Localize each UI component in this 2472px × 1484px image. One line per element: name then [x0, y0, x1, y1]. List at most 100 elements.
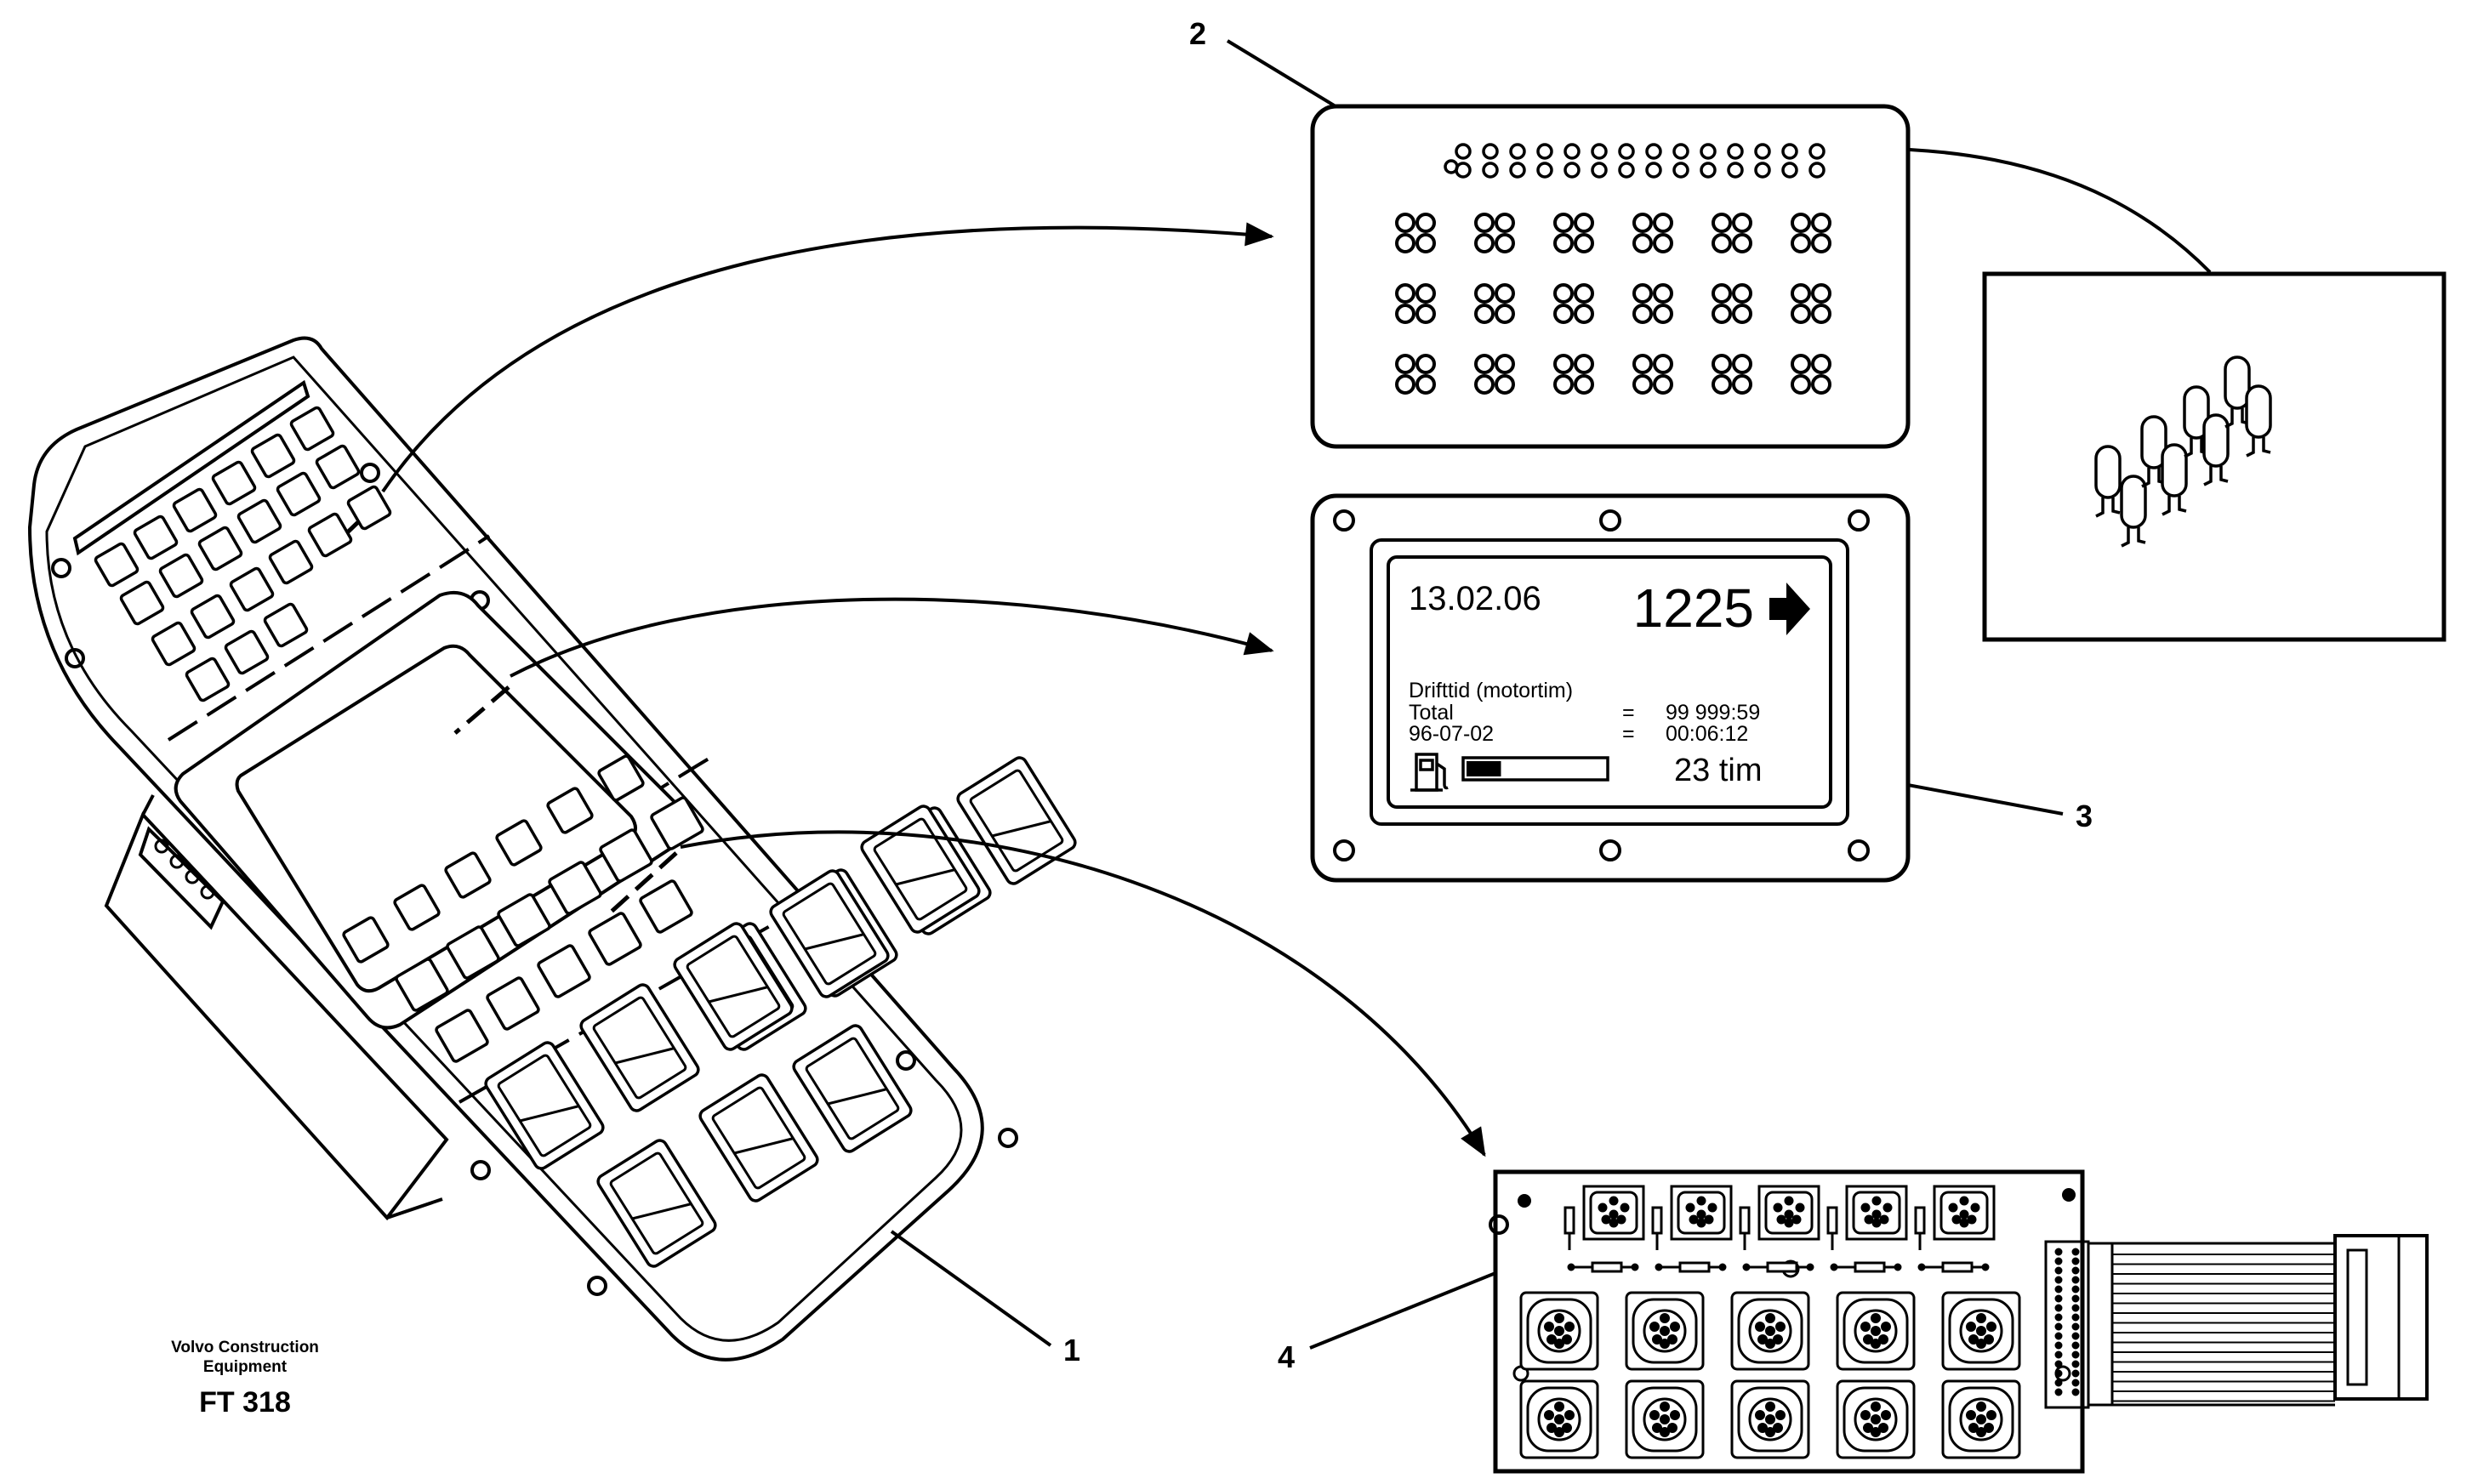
led: [1632, 304, 1653, 324]
panel-key: [236, 498, 282, 544]
footer-code: FT 318: [199, 1386, 291, 1419]
led: [1553, 283, 1574, 304]
led: [1811, 304, 1831, 324]
led: [1791, 374, 1811, 395]
header-pin: [2054, 1313, 2063, 1322]
led: [1727, 143, 1744, 160]
inset-led-components: [2094, 355, 2272, 548]
display-screw-hole: [1848, 509, 1870, 532]
panel-key: [537, 944, 591, 998]
header-pin: [2071, 1341, 2080, 1350]
led: [1474, 304, 1495, 324]
panel-key: [342, 916, 390, 964]
board-switch-module: [1582, 1185, 1645, 1241]
led: [1574, 213, 1594, 233]
led: [1553, 304, 1574, 324]
panel-display: [174, 591, 689, 1030]
board-top-components: [1564, 1185, 1996, 1273]
header-pin: [2071, 1266, 2080, 1275]
led: [1732, 304, 1752, 324]
led: [1574, 374, 1594, 395]
led: [1495, 213, 1515, 233]
led: [1495, 283, 1515, 304]
panel-key: [268, 539, 314, 585]
led: [1645, 143, 1662, 160]
display-screw-hole: [1599, 509, 1621, 532]
panel-key: [250, 433, 296, 479]
display-screw-hole: [1599, 839, 1621, 861]
panel-key: [346, 485, 392, 531]
header-pin: [2071, 1369, 2080, 1378]
rocker-switch: [769, 869, 890, 998]
led: [1536, 143, 1553, 160]
led: [1811, 213, 1831, 233]
led: [1700, 162, 1717, 179]
led: [1632, 374, 1653, 395]
led: [1653, 354, 1673, 374]
led: [1574, 354, 1594, 374]
leader-arrows: [381, 139, 2212, 1157]
led: [1791, 304, 1811, 324]
panel-screw-hole: [896, 1050, 916, 1071]
led: [1482, 162, 1499, 179]
switch-socket: [1730, 1291, 1810, 1371]
panel-screw-hole: [998, 1128, 1018, 1148]
panel-keys: [94, 406, 704, 1063]
panel-key: [444, 851, 492, 899]
lcd-row1-label: Total: [1409, 701, 1454, 725]
led: [1536, 162, 1553, 179]
lcd-screen: [1387, 555, 1832, 809]
fuel-gauge-fill: [1467, 761, 1501, 776]
panel-key: [229, 566, 275, 612]
rocker-switch: [860, 805, 981, 934]
led: [1808, 143, 1826, 160]
led: [1564, 143, 1581, 160]
panel-screw-hole: [360, 463, 380, 483]
led: [1474, 233, 1495, 253]
led: [1553, 213, 1574, 233]
resistor: [1739, 1206, 1751, 1235]
panel-key: [224, 629, 270, 675]
led: [1495, 374, 1515, 395]
rocker-switch: [673, 922, 794, 1051]
led: [1553, 233, 1574, 253]
rocker-switch: [698, 1073, 819, 1203]
board-mounting-hole: [1518, 1194, 1531, 1208]
header-pin: [2071, 1285, 2080, 1294]
led: [1415, 304, 1436, 324]
led-component: [2140, 415, 2167, 488]
header-pin: [2071, 1313, 2080, 1322]
switch-socket: [1625, 1291, 1705, 1371]
switch-socket: [1730, 1379, 1810, 1459]
display-screw-hole: [1333, 509, 1355, 532]
led: [1495, 304, 1515, 324]
led: [1732, 233, 1752, 253]
led: [1811, 354, 1831, 374]
led: [1574, 283, 1594, 304]
led: [1632, 233, 1653, 253]
header-pin: [2054, 1379, 2063, 1387]
led-top-row: [1444, 143, 1826, 179]
header-pin: [2071, 1248, 2080, 1256]
led: [1712, 283, 1732, 304]
panel-key: [546, 787, 594, 834]
switch-socket: [1519, 1291, 1599, 1371]
panel-key: [588, 912, 642, 966]
footer-line-2: Equipment: [203, 1358, 288, 1376]
led: [1482, 143, 1499, 160]
header-pin: [2071, 1350, 2080, 1359]
panel-key: [446, 925, 500, 980]
resistor: [1826, 1206, 1838, 1235]
led: [1395, 213, 1415, 233]
panel-key: [133, 515, 179, 560]
resistor: [1854, 1261, 1886, 1273]
panel-key: [158, 553, 204, 599]
leader-to-item-3: [510, 597, 1274, 678]
led-component: [2161, 443, 2188, 516]
panel-key: [315, 444, 361, 490]
lcd-heading: Drifttid (motortim): [1409, 679, 1573, 702]
panel-key: [211, 460, 257, 506]
header-pin: [2054, 1304, 2063, 1312]
led: [1672, 143, 1689, 160]
